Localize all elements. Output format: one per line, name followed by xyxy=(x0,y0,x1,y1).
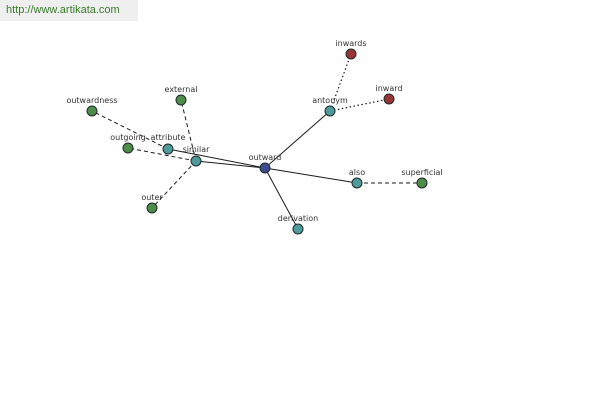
node-label-external[interactable]: external xyxy=(165,85,198,94)
node-outwardness[interactable] xyxy=(86,105,98,117)
node-label-outwardness[interactable]: outwardness xyxy=(66,96,117,105)
edge-similar-outgoing xyxy=(127,147,197,162)
node-outer[interactable] xyxy=(146,202,158,214)
node-label-derivation[interactable]: derivation xyxy=(278,214,318,223)
node-label-similar[interactable]: similar xyxy=(183,145,211,154)
node-label-outer[interactable]: outer xyxy=(141,193,163,202)
edge-outward-similar xyxy=(195,160,266,169)
node-label-attribute[interactable]: attribute xyxy=(151,133,186,142)
node-label-outgoing[interactable]: outgoing xyxy=(110,133,145,142)
edge-outward-attribute xyxy=(167,148,266,169)
node-inward[interactable] xyxy=(383,93,395,105)
node-similar[interactable] xyxy=(190,155,202,167)
url-banner: http://www.artikata.com xyxy=(0,0,138,21)
edge-similar-outer xyxy=(151,160,197,209)
node-derivation[interactable] xyxy=(292,223,304,235)
node-label-outward[interactable]: outward xyxy=(249,153,282,162)
node-layer xyxy=(86,48,428,235)
node-inwards[interactable] xyxy=(345,48,357,60)
edge-outward-antonym xyxy=(264,110,331,169)
node-label-also[interactable]: also xyxy=(349,168,365,177)
node-attribute[interactable] xyxy=(162,143,174,155)
site-url[interactable]: http://www.artikata.com xyxy=(6,4,120,16)
node-superficial[interactable] xyxy=(416,177,428,189)
node-outward[interactable] xyxy=(259,162,271,174)
node-outgoing[interactable] xyxy=(122,142,134,154)
edge-outward-derivation xyxy=(264,167,299,230)
node-label-inward[interactable]: inward xyxy=(376,84,403,93)
edge-similar-external xyxy=(180,99,197,162)
node-also[interactable] xyxy=(351,177,363,189)
label-layer: outward antonym similar attribute also deriva… xyxy=(66,39,442,223)
edge-attribute-outwardness xyxy=(91,110,169,150)
edge-layer xyxy=(91,53,422,230)
node-label-superficial[interactable]: superficial xyxy=(401,168,442,177)
node-antonym[interactable] xyxy=(324,105,336,117)
edge-outward-also xyxy=(264,167,358,184)
node-label-antonym[interactable]: antonym xyxy=(312,96,348,105)
node-external[interactable] xyxy=(175,94,187,106)
node-label-inwards[interactable]: inwards xyxy=(335,39,366,48)
